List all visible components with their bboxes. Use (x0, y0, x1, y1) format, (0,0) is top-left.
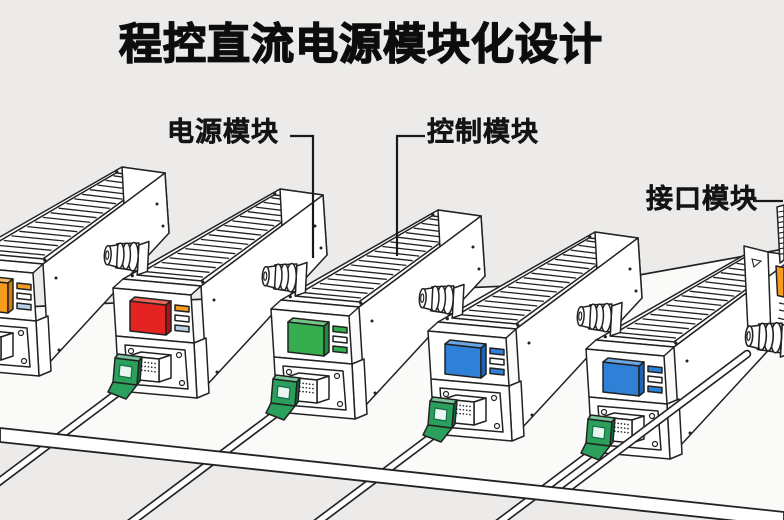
indicator-light-1 (174, 304, 190, 313)
display-screen (0, 276, 14, 314)
connector-plate (0, 324, 31, 368)
module-1-orange (0, 166, 170, 377)
connector-plug (265, 374, 301, 421)
indicator-light-3 (647, 385, 663, 394)
indicator-light-1 (489, 347, 505, 356)
display-screen (287, 317, 330, 357)
indicator-light-2 (174, 314, 190, 323)
barrel-connector-icon (576, 301, 623, 337)
indicator-light-1 (647, 365, 663, 374)
connector-plug (580, 414, 616, 461)
cable (495, 450, 594, 520)
cable (313, 432, 436, 520)
leader-lines (290, 134, 783, 258)
display-screen (602, 357, 645, 397)
module-6-interface-partial (551, 204, 784, 502)
display-screen (775, 265, 784, 298)
barrel-connector-icon (261, 261, 308, 297)
module-5-blue (495, 249, 784, 520)
module-2-red-power (0, 188, 328, 487)
indicator-light-3 (16, 302, 32, 311)
display-screen (444, 339, 487, 379)
leader-line-power-module (290, 134, 315, 258)
indicator-light-3 (174, 324, 190, 333)
barrel-connector-icon (418, 283, 465, 319)
leader-line-control-module (395, 134, 425, 256)
indicator-light-2 (489, 357, 505, 366)
indicator-light-1 (332, 325, 348, 334)
table-edge (0, 427, 784, 520)
indicator-light-2 (332, 335, 348, 344)
cable (551, 349, 752, 502)
connector-plug (422, 396, 458, 443)
vent-top-panel (595, 249, 784, 348)
connector-plug (107, 353, 143, 400)
indicator-light-2 (647, 375, 663, 384)
module-4-blue (313, 231, 643, 520)
indicator-light-3 (332, 345, 348, 354)
indicator-light-3 (489, 367, 505, 376)
display-screen (129, 296, 172, 336)
barrel-connector-icon (103, 240, 150, 276)
indicator-light-1 (16, 282, 32, 291)
indicator-light-2 (16, 292, 32, 301)
